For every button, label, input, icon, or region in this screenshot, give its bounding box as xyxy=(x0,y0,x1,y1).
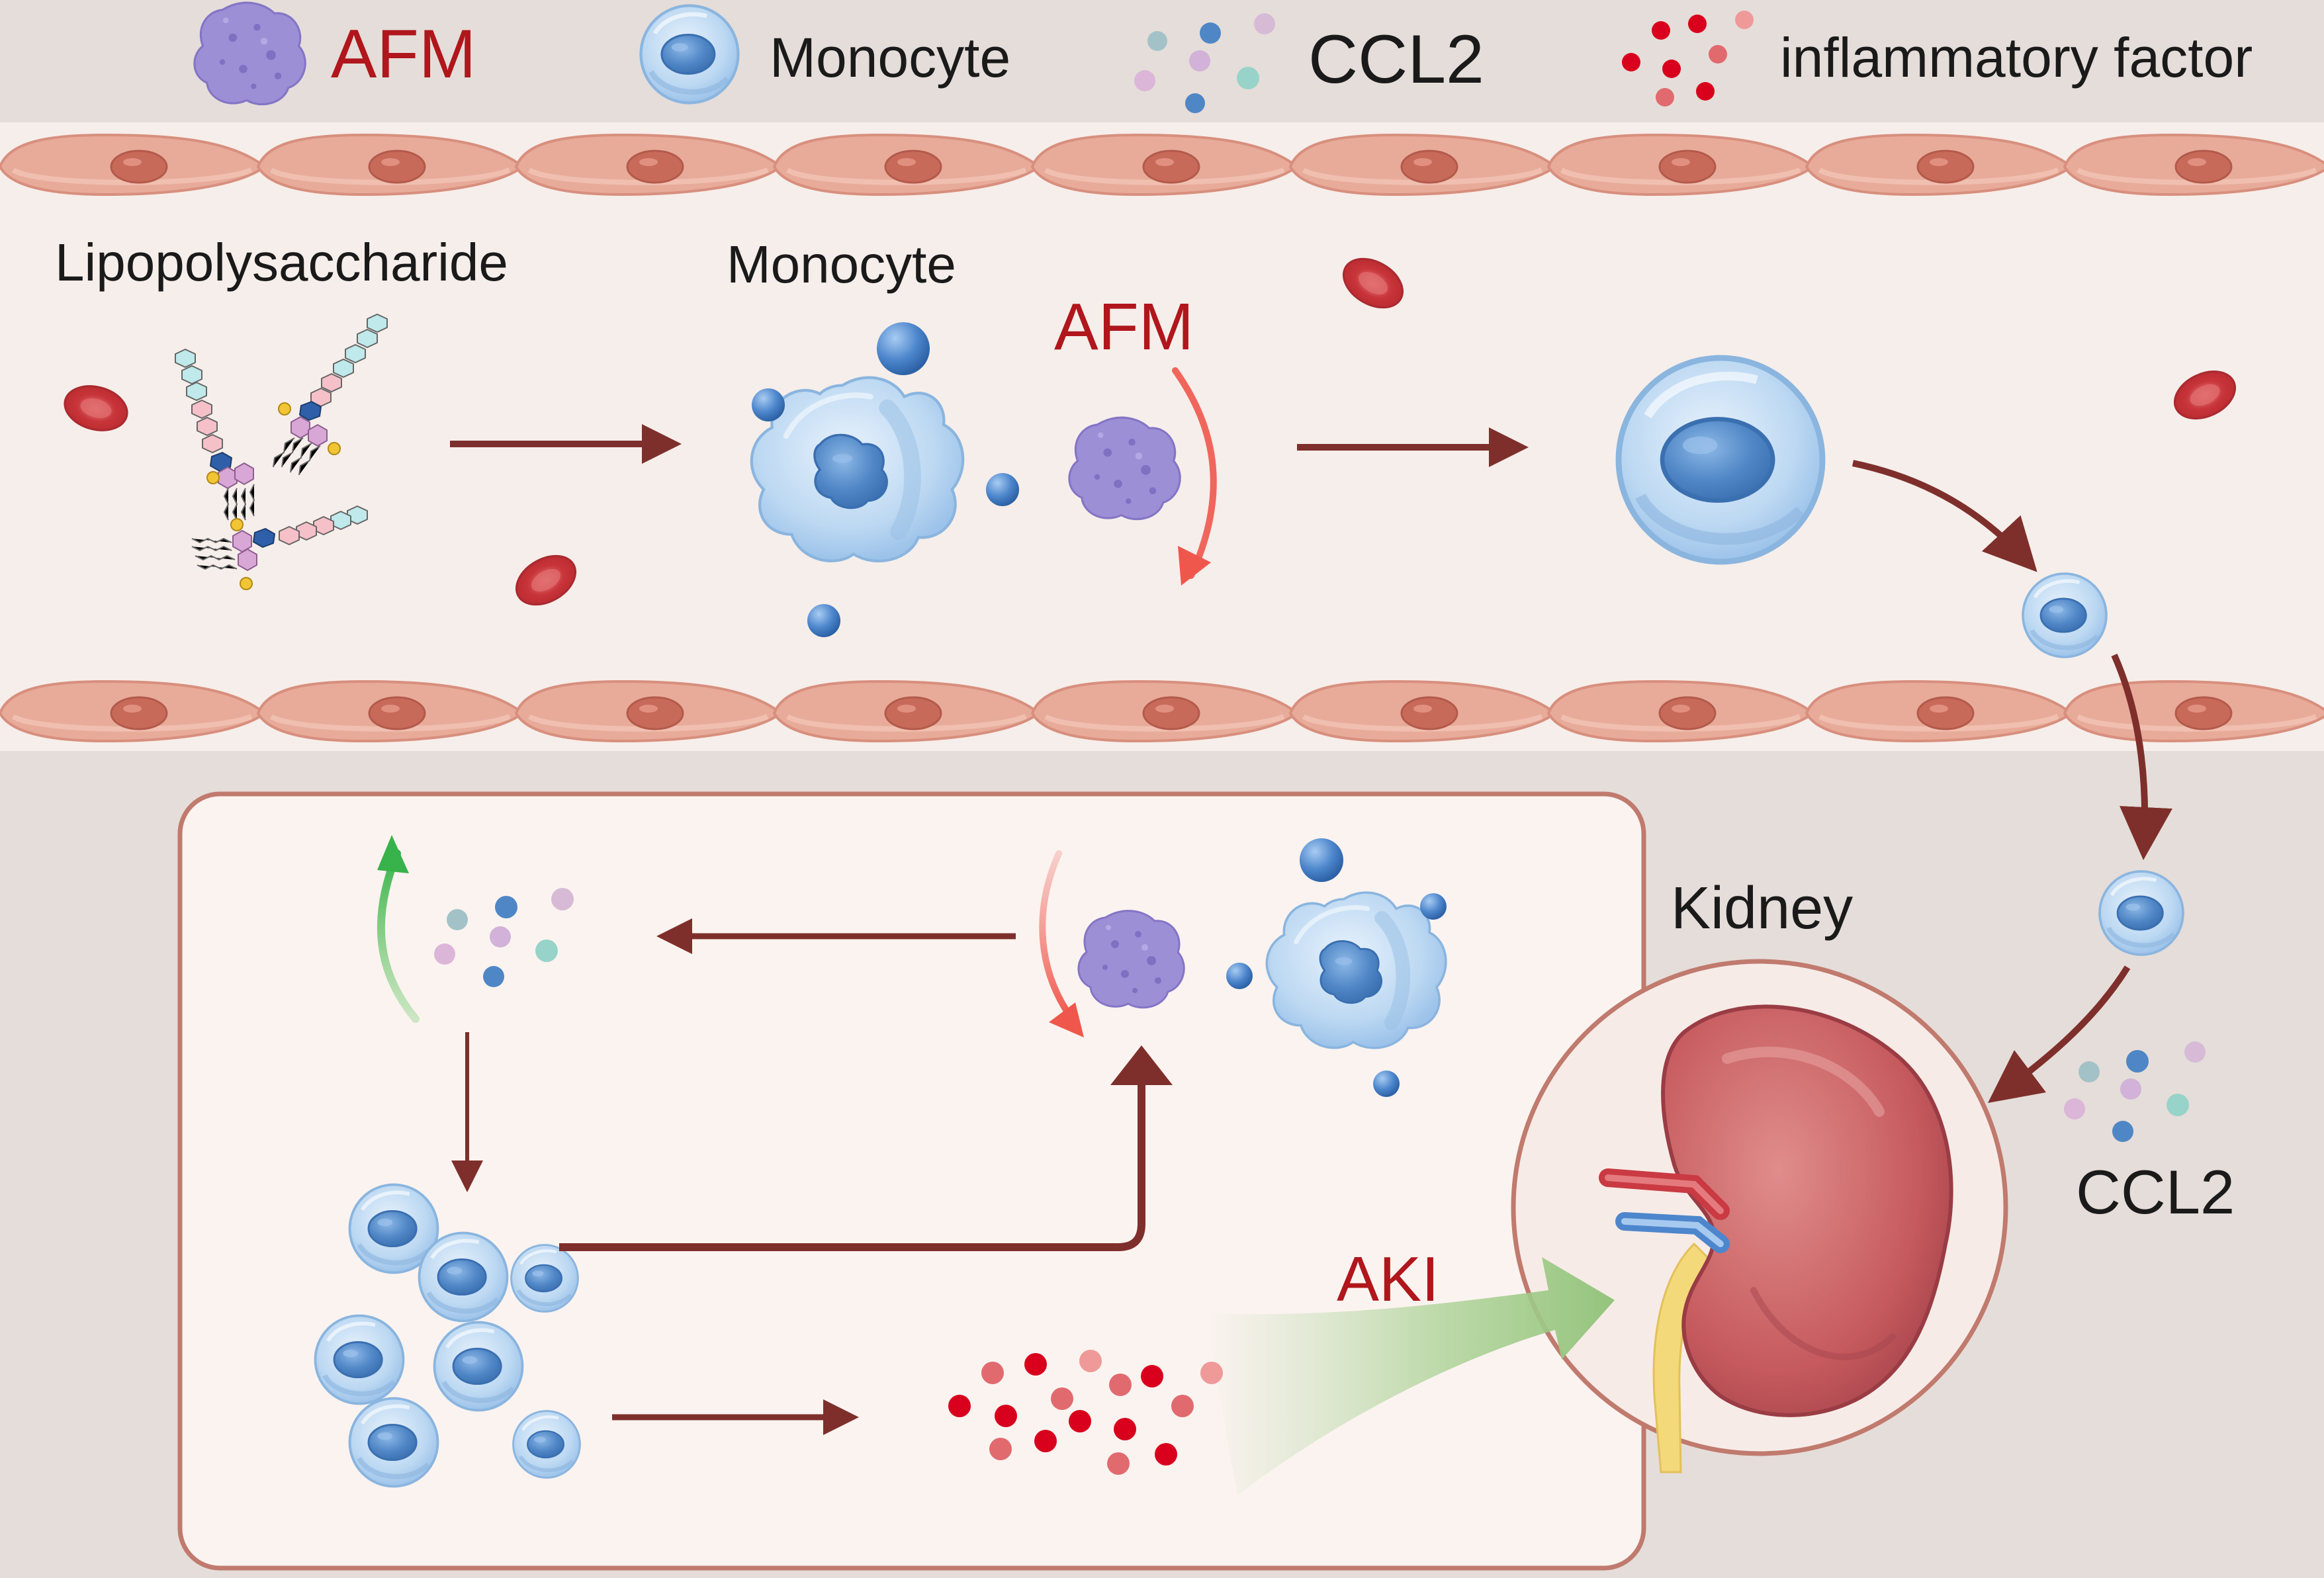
inflammatory-factors xyxy=(948,1350,1223,1475)
monocyte-small-tissue xyxy=(2100,871,2183,955)
lipopolysaccharide-label: Lipopolysaccharide xyxy=(55,233,508,292)
activated-monocyte xyxy=(752,322,1019,637)
legend-ccl2-icon xyxy=(1134,13,1275,113)
monocyte-small-vessel xyxy=(2023,574,2106,657)
aki-label: AKI xyxy=(1337,1244,1439,1315)
afm-molecule-vessel xyxy=(1068,416,1181,521)
ccl2-particles-tissue xyxy=(2064,1041,2206,1142)
top-endothelium xyxy=(0,135,2324,195)
monocyte-large xyxy=(1619,358,1822,562)
legend-monocyte-label: Monocyte xyxy=(770,26,1011,89)
legend-inflammatory-factor-icon xyxy=(1622,11,1754,107)
kidney-illustration xyxy=(1511,959,2008,1473)
legend-monocyte-icon xyxy=(641,6,738,103)
afm-molecule-box xyxy=(1077,910,1185,1009)
lipopolysaccharide-molecules xyxy=(175,314,388,590)
bottom-endothelium xyxy=(0,681,2324,741)
legend-afm-label: AFM xyxy=(331,16,476,93)
afm-label-vessel: AFM xyxy=(1054,290,1194,364)
legend-ccl2-label: CCL2 xyxy=(1308,21,1484,98)
legend-afm-icon xyxy=(193,1,306,106)
ccl2-label-tissue: CCL2 xyxy=(2076,1157,2235,1227)
aki-arrow xyxy=(1204,1257,1615,1495)
legend-inflammatory-factor-label: inflammatory factor xyxy=(1780,26,2253,89)
monocyte-label: Monocyte xyxy=(727,235,956,294)
kidney-label: Kidney xyxy=(1671,875,1854,942)
ccl2-particles-box xyxy=(434,888,574,987)
activated-monocyte-box xyxy=(1267,838,1447,1097)
